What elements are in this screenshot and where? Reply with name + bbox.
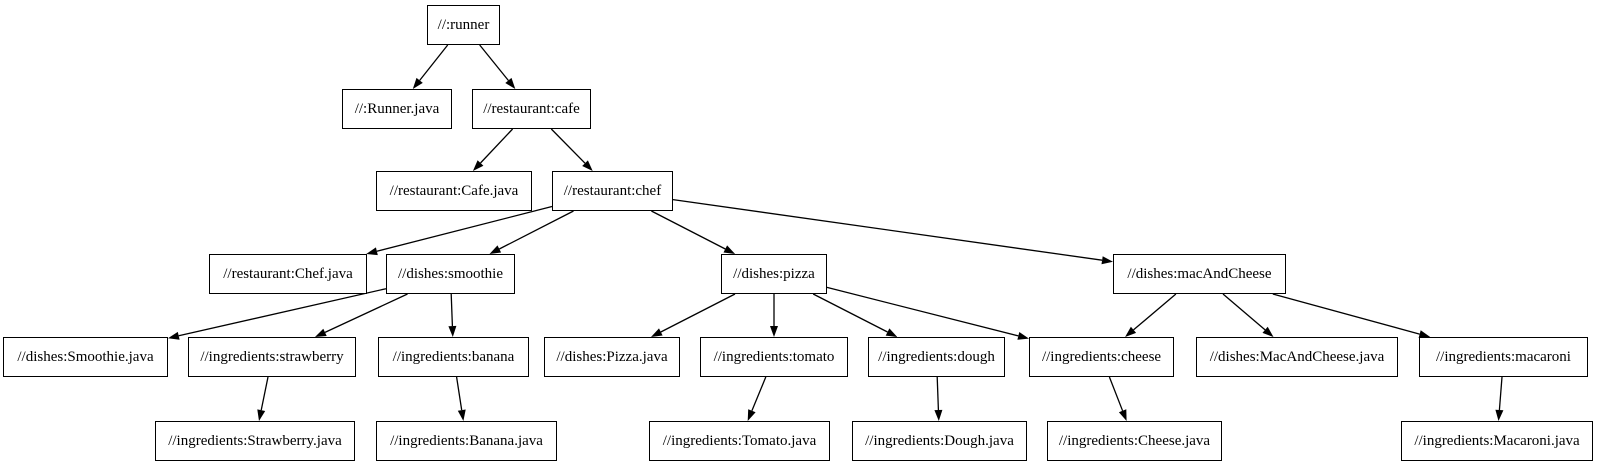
graph-edge-dough-to-dough_java <box>934 376 943 421</box>
graph-node-tomato_java: //ingredients:Tomato.java <box>649 421 830 461</box>
arrowhead-icon <box>472 160 484 171</box>
graph-node-dough_java: //ingredients:Dough.java <box>852 421 1027 461</box>
graph-edge-banana-to-banana_java <box>455 376 466 421</box>
graph-node-strawberry_java: //ingredients:Strawberry.java <box>155 421 355 461</box>
node-label: //restaurant:chef <box>563 182 662 199</box>
node-label: //restaurant:Cafe.java <box>389 182 519 199</box>
graph-edge-mac_and_cheese-to-mac_and_cheese_java <box>1222 293 1274 337</box>
arrowhead-icon <box>489 245 502 254</box>
arrowhead-icon <box>1418 330 1431 338</box>
node-label: //ingredients:Tomato.java <box>662 432 817 449</box>
graph-node-runner: //:runner <box>427 5 500 45</box>
graph-node-macaroni_java: //ingredients:Macaroni.java <box>1401 421 1593 461</box>
graph-edge-tomato-to-tomato_java <box>747 376 767 421</box>
graph-node-runner_java: //:Runner.java <box>342 89 452 129</box>
graph-node-mac_and_cheese: //dishes:macAndCheese <box>1113 254 1286 294</box>
node-label: //ingredients:Banana.java <box>390 432 543 449</box>
graph-node-chef: //restaurant:chef <box>552 171 673 211</box>
graph-edge-pizza-to-tomato <box>770 294 778 337</box>
graph-edge-macaroni-to-macaroni_java <box>1495 376 1504 421</box>
node-label: //:runner <box>437 16 490 33</box>
arrowhead-icon <box>1495 409 1504 421</box>
node-label: //ingredients:dough <box>878 348 995 365</box>
node-label: //dishes:smoothie <box>398 265 503 282</box>
node-label: //ingredients:Dough.java <box>865 432 1014 449</box>
graph-node-tomato: //ingredients:tomato <box>700 337 848 377</box>
graph-edge-smoothie-to-strawberry <box>315 293 408 337</box>
arrowhead-icon <box>257 409 266 421</box>
arrowhead-icon <box>934 409 943 421</box>
graph-node-pizza_java: //dishes:Pizza.java <box>544 337 680 377</box>
graph-node-strawberry: //ingredients:strawberry <box>188 337 356 377</box>
arrowhead-icon <box>366 247 378 256</box>
graph-node-macaroni: //ingredients:macaroni <box>1419 337 1588 377</box>
arrowhead-icon <box>582 160 593 171</box>
graph-edge-runner-to-runner_java <box>412 44 449 89</box>
node-label: //dishes:pizza <box>733 265 815 282</box>
arrowhead-icon <box>1101 256 1113 265</box>
node-label: //restaurant:cafe <box>483 100 580 117</box>
graph-node-cheese_java: //ingredients:Cheese.java <box>1047 421 1222 461</box>
graph-node-smoothie_java: //dishes:Smoothie.java <box>3 337 168 377</box>
arrowhead-icon <box>723 245 736 254</box>
node-label: //dishes:MacAndCheese.java <box>1209 348 1385 365</box>
arrowhead-icon <box>1125 326 1137 337</box>
graph-node-smoothie: //dishes:smoothie <box>386 254 515 294</box>
graph-edge-chef-to-chef_java <box>366 205 553 256</box>
graph-edge-strawberry-to-strawberry_java <box>257 376 269 421</box>
graph-edge-chef-to-pizza <box>651 210 736 254</box>
graph-edge-cafe-to-chef <box>550 128 593 171</box>
node-label: //dishes:Smoothie.java <box>17 348 154 365</box>
arrowhead-icon <box>770 326 778 337</box>
graph-edge-pizza-to-dough <box>812 293 898 337</box>
graph-node-mac_and_cheese_java: //dishes:MacAndCheese.java <box>1196 337 1398 377</box>
arrowhead-icon <box>457 409 466 421</box>
graph-edge-pizza-to-cheese <box>826 286 1029 340</box>
arrowhead-icon <box>651 328 663 337</box>
arrowhead-icon <box>448 325 457 337</box>
graph-node-cafe: //restaurant:cafe <box>472 89 591 129</box>
arrowhead-icon <box>747 409 756 421</box>
graph-edge-pizza-to-pizza_java <box>651 293 736 337</box>
node-label: //ingredients:strawberry <box>200 348 344 365</box>
graph-edge-smoothie-to-banana <box>448 293 457 337</box>
node-label: //ingredients:Cheese.java <box>1058 432 1211 449</box>
node-label: //ingredients:banana <box>392 348 515 365</box>
graph-node-cheese: //ingredients:cheese <box>1029 337 1174 377</box>
node-label: //:Runner.java <box>354 100 440 117</box>
arrowhead-icon <box>1118 409 1127 421</box>
arrowhead-icon <box>885 328 898 337</box>
graph-node-dough: //ingredients:dough <box>868 337 1005 377</box>
graph-node-chef_java: //restaurant:Chef.java <box>209 254 367 294</box>
graph-node-pizza: //dishes:pizza <box>721 254 827 294</box>
graph-edge-cafe-to-cafe_java <box>472 128 514 171</box>
arrowhead-icon <box>1017 332 1029 340</box>
node-label: //dishes:macAndCheese <box>1127 265 1272 282</box>
graph-node-banana_java: //ingredients:Banana.java <box>376 421 557 461</box>
arrowhead-icon <box>505 77 516 89</box>
node-label: //ingredients:cheese <box>1041 348 1162 365</box>
node-label: //ingredients:Strawberry.java <box>168 432 342 449</box>
graph-edge-chef-to-mac_and_cheese <box>672 198 1113 265</box>
graph-edge-chef-to-smoothie <box>489 210 574 254</box>
node-label: //dishes:Pizza.java <box>556 348 668 365</box>
graph-edge-smoothie-to-smoothie_java <box>168 288 387 340</box>
node-label: //ingredients:tomato <box>713 348 835 365</box>
graph-edge-mac_and_cheese-to-macaroni <box>1272 293 1431 338</box>
graph-node-cafe_java: //restaurant:Cafe.java <box>376 171 532 211</box>
arrowhead-icon <box>168 331 180 340</box>
arrowhead-icon <box>315 328 327 337</box>
arrowhead-icon <box>1262 326 1274 337</box>
graph-edge-cheese-to-cheese_java <box>1108 376 1127 421</box>
graph-node-banana: //ingredients:banana <box>378 337 529 377</box>
node-label: //ingredients:Macaroni.java <box>1414 432 1580 449</box>
graph-edge-runner-to-cafe <box>479 44 516 89</box>
arrowhead-icon <box>412 77 423 89</box>
node-label: //restaurant:Chef.java <box>223 265 353 282</box>
node-label: //ingredients:macaroni <box>1436 348 1571 365</box>
graph-edge-mac_and_cheese-to-cheese <box>1125 293 1177 337</box>
